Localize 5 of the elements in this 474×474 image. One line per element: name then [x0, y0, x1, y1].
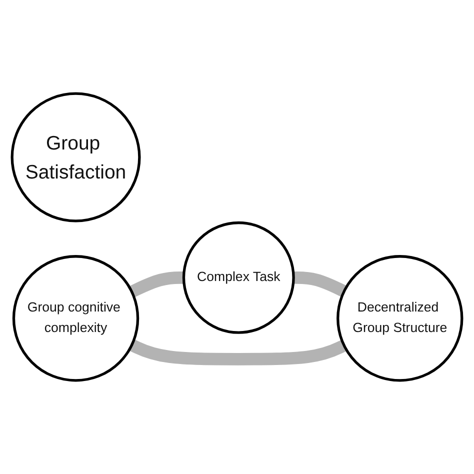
connector — [129, 339, 347, 366]
node-circle: Group cognitive complexity — [12, 255, 140, 382]
node-circle: Group Satisfaction — [10, 92, 141, 222]
node-circle: Decentralized Group Structure — [336, 255, 464, 382]
node-circle: Complex Task — [182, 221, 295, 334]
